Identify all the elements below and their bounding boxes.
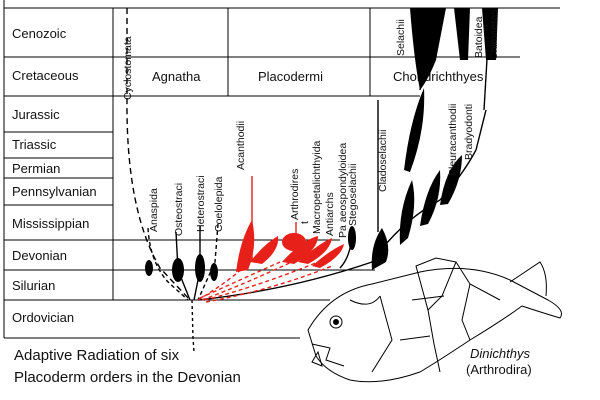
- period-devonian: Devonian: [12, 248, 67, 263]
- taxon-selachii: Selachii: [395, 19, 407, 56]
- taxon-anaspida: Anaspida: [148, 188, 160, 232]
- fish-genus-label: Dinichthys: [470, 346, 530, 361]
- taxon-labels: Cyclostomata Anaspida Osteostraci Hetero…: [122, 9, 500, 238]
- period-table: [3, 0, 560, 339]
- taxon-bradyodonti: Bradyodonti: [463, 104, 475, 160]
- group-placodermi: Placodermi: [258, 69, 323, 84]
- taxon-stegoselachii: Stegoselachii: [347, 164, 359, 226]
- period-triassic: Triassic: [12, 137, 57, 152]
- fish-order-label: (Arthrodira): [466, 362, 532, 377]
- taxon-heterostraci: Heterostraci: [195, 175, 207, 232]
- period-jurassic: Jurassic: [12, 107, 60, 122]
- taxon-acanthodii: Acanthodii: [235, 121, 247, 170]
- taxon-petalichthyida: Pa aeospondyloidea: [337, 143, 349, 238]
- period-cretaceous: Cretaceous: [12, 68, 79, 83]
- taxon-arthrodires-mark: t: [299, 221, 311, 224]
- taxon-macropetalichthyida: Macropetalichthyida: [311, 140, 323, 234]
- period-pennsylvanian: Pennsylvanian: [12, 184, 97, 199]
- caption-line-1: Adaptive Radiation of six: [14, 347, 180, 364]
- taxon-cladoselachii: Cladoselachii: [377, 130, 389, 192]
- period-ordovician: Ordovician: [12, 310, 74, 325]
- period-mississippian: Mississippian: [12, 216, 89, 231]
- dinichthys-illustration: [307, 257, 562, 383]
- period-labels: Cenozoic Cretaceous Jurassic Triassic Pe…: [12, 26, 97, 325]
- taxon-antiarchs: Antiarchs: [324, 192, 336, 236]
- taxon-arthrodires: Arthrodires: [289, 169, 301, 220]
- taxon-coelolepida: Coelolepida: [213, 176, 225, 232]
- taxon-chimaeras: Chimaeras: [488, 9, 500, 60]
- caption-line-2: Placoderm orders in the Devonian: [14, 369, 241, 386]
- period-silurian: Silurian: [12, 278, 55, 293]
- period-cenozoic: Cenozoic: [12, 26, 67, 41]
- group-agnatha: Agnatha: [152, 69, 201, 84]
- taxon-pleuracanthodii: Pleuracanthodii: [447, 104, 459, 176]
- placoderm-spindles: [236, 220, 344, 272]
- taxon-osteostraci: Osteostraci: [173, 183, 185, 236]
- group-chondrichthyes: Chondrichthyes: [393, 69, 484, 84]
- taxon-cyclostomata: Cyclostomata: [122, 36, 134, 100]
- period-permian: Permian: [12, 161, 60, 176]
- taxon-batoidea: Batoidea: [473, 16, 485, 58]
- lineage-spindles: [145, 8, 498, 282]
